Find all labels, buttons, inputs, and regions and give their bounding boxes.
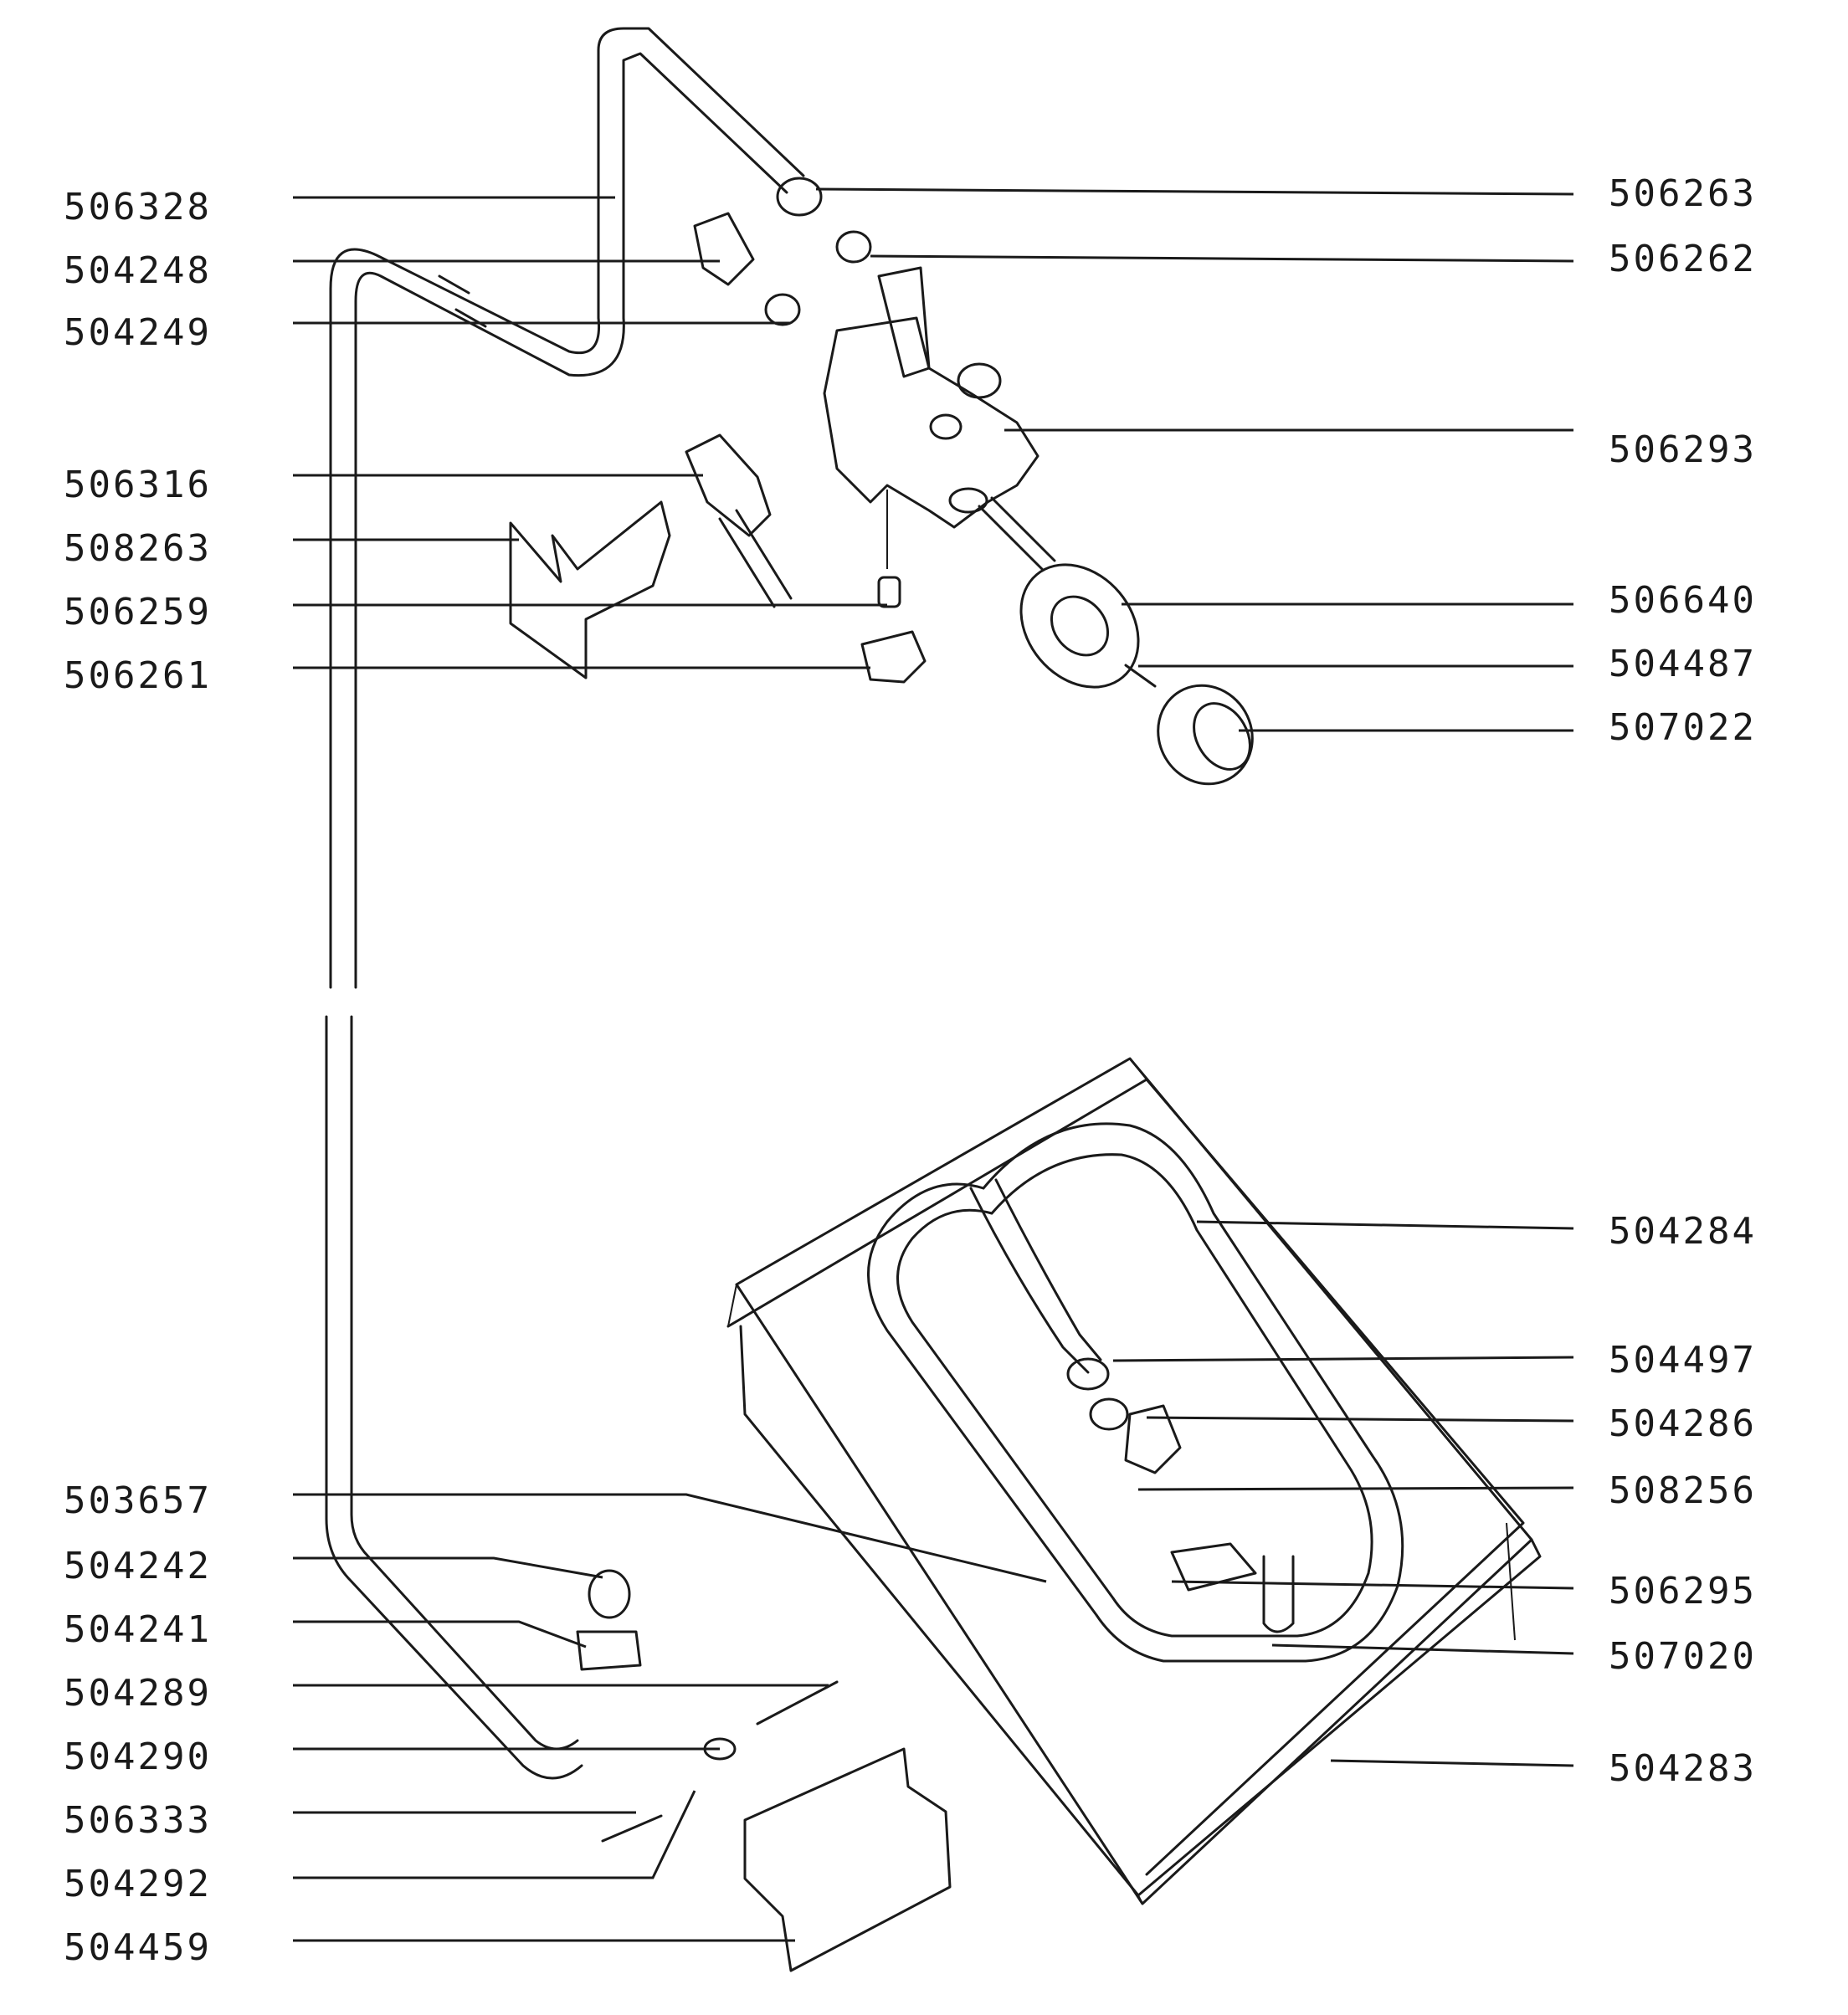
burner-504284 <box>867 1122 1404 1663</box>
nut-504248 <box>693 212 755 286</box>
label-left-6: 506259 <box>64 591 212 633</box>
bracket-506295 <box>1170 1542 1257 1592</box>
leader-lines-left <box>293 196 1047 1942</box>
gas-pipe-lower <box>325 1015 583 1780</box>
label-right-11: 506295 <box>1609 1570 1757 1613</box>
label-left-15: 504459 <box>64 1926 212 1969</box>
label-right-10: 508256 <box>1609 1469 1757 1512</box>
label-right-4: 506640 <box>1609 579 1757 622</box>
knob-507022 <box>1157 684 1254 786</box>
label-right-5: 504487 <box>1609 643 1757 685</box>
label-left-14: 504292 <box>64 1863 212 1905</box>
burner-tray-504283 <box>726 1057 1542 1905</box>
label-right-6: 507022 <box>1609 706 1757 749</box>
label-left-3: 504249 <box>64 311 212 354</box>
fitting-506263 <box>776 177 823 217</box>
label-left-11: 504289 <box>64 1672 212 1715</box>
pilot-507020 <box>1262 1555 1295 1633</box>
gas-valve-506293 <box>823 266 1056 571</box>
thermocouple-504289 <box>756 1680 839 1725</box>
fitting-504241 <box>576 1630 642 1671</box>
nut-504290 <box>703 1737 737 1761</box>
shield-504459 <box>743 1747 952 1972</box>
nut-504242 <box>588 1569 631 1619</box>
label-left-10: 504241 <box>64 1608 212 1651</box>
fitting-506262 <box>835 230 872 264</box>
label-left-4: 506316 <box>64 464 212 506</box>
label-right-13: 504283 <box>1609 1747 1757 1790</box>
label-right-1: 506263 <box>1609 172 1757 215</box>
gas-pipe-upper <box>329 27 805 989</box>
label-left-2: 504248 <box>64 249 212 292</box>
label-right-7: 504284 <box>1609 1210 1757 1253</box>
label-right-9: 504286 <box>1609 1402 1757 1445</box>
label-left-13: 506333 <box>64 1799 212 1842</box>
nut-506261 <box>860 630 927 684</box>
injector-504286 <box>1089 1397 1129 1431</box>
label-left-9: 504242 <box>64 1545 212 1587</box>
olive-504249 <box>764 293 801 326</box>
screw-504487 <box>1124 664 1157 688</box>
ring-506640 <box>1019 563 1140 689</box>
label-left-12: 504290 <box>64 1736 212 1778</box>
holder-508256 <box>1124 1404 1182 1474</box>
screw-506259 <box>877 576 901 608</box>
label-right-2: 506262 <box>1609 238 1757 280</box>
pin-506333 <box>601 1814 663 1843</box>
label-left-8: 503657 <box>64 1479 212 1522</box>
bracket-508263 <box>509 500 671 679</box>
label-left-7: 506261 <box>64 654 212 697</box>
label-right-12: 507020 <box>1609 1635 1757 1678</box>
label-right-3: 506293 <box>1609 428 1757 471</box>
label-left-5: 508263 <box>64 527 212 570</box>
label-left-1: 506328 <box>64 186 212 228</box>
microswitch-506316 <box>685 433 793 608</box>
leader-lines-right <box>815 187 1574 1767</box>
label-right-8: 504497 <box>1609 1339 1757 1382</box>
